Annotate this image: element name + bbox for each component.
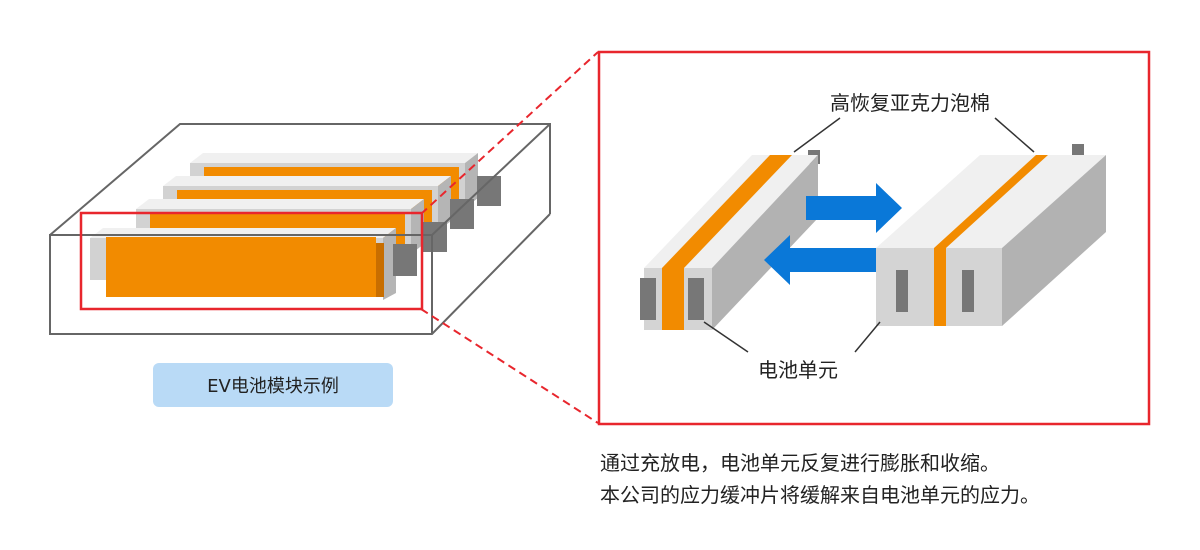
foam-band: [934, 155, 1048, 248]
foam-leader-line: [994, 117, 1035, 153]
description: 通过充放电，电池单元反复进行膨胀和收缩。 本公司的应力缓冲片将缓解来自电池单元的…: [600, 447, 1190, 511]
cell-terminal: [896, 270, 908, 312]
module-cell-front: [90, 228, 417, 300]
expand-arrow-right: [806, 183, 902, 233]
cell-highlight-box: [79, 211, 424, 311]
module-caption: EV电池模块示例: [153, 363, 393, 407]
zoom-line-top: [420, 51, 599, 215]
module-cell-terminal: [393, 244, 417, 276]
cell-label: 电池单元: [758, 358, 838, 382]
zoom-line-bottom: [420, 308, 599, 424]
foam-band: [662, 268, 684, 330]
battery-cell-right: [876, 144, 1106, 326]
module-housing-back: [49, 123, 551, 236]
cell-terminal: [962, 270, 974, 312]
cell-leader-line: [703, 321, 749, 353]
foam-label: 高恢复亚克力泡棉: [830, 91, 990, 115]
cell-leader-line: [854, 321, 881, 353]
description-line: 本公司的应力缓冲片将缓解来自电池单元的应力。: [600, 483, 1040, 507]
foam-leader-line: [793, 117, 841, 153]
module-cell-terminal: [423, 222, 447, 252]
foam-band: [662, 155, 792, 268]
battery-module: [49, 123, 551, 335]
module-housing-front: [49, 213, 551, 335]
foam-band: [934, 248, 946, 326]
cell-terminal: [640, 278, 656, 320]
contract-arrow-left: [764, 235, 876, 285]
cell-terminal: [688, 278, 704, 320]
description-line: 通过充放电，电池单元反复进行膨胀和收缩。: [600, 451, 1000, 475]
battery-cell-left: [640, 150, 820, 330]
